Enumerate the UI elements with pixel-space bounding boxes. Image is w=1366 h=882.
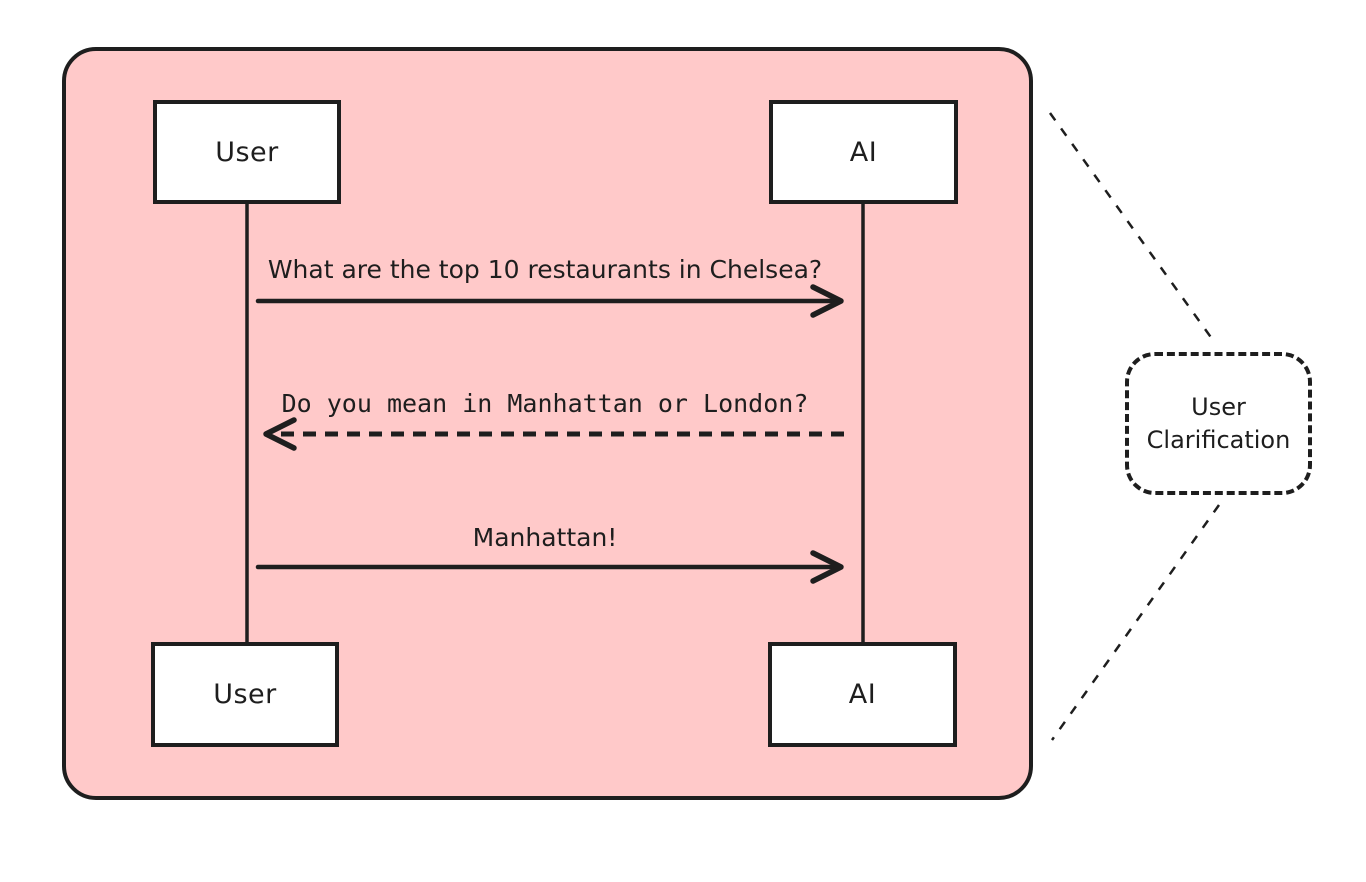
arrowhead-right-icon — [810, 284, 844, 318]
actor-label: User — [215, 136, 279, 168]
actor-box-user-top: User — [153, 100, 341, 204]
actor-label: AI — [849, 136, 878, 168]
message-arrow-1 — [255, 284, 844, 318]
annotation-connector-top — [1048, 112, 1217, 344]
actor-box-ai-bottom: AI — [768, 642, 957, 747]
actor-label: User — [213, 679, 277, 710]
annotation-box-user-clarification: User Clarification — [1125, 352, 1312, 495]
arrowhead-left-icon — [263, 417, 297, 451]
actor-box-ai-top: AI — [769, 100, 958, 204]
message-arrow-3 — [255, 550, 844, 584]
actor-label: AI — [848, 679, 877, 710]
message-label-1: What are the top 10 restaurants in Chels… — [267, 255, 823, 284]
actor-box-user-bottom: User — [151, 642, 339, 747]
message-label-2: Do you mean in Manhattan or London? — [281, 389, 809, 418]
annotation-connector-bottom — [1050, 504, 1221, 741]
arrowhead-right-icon — [810, 550, 844, 584]
message-label-3: Manhattan! — [472, 523, 618, 552]
annotation-label: User Clarification — [1146, 393, 1291, 454]
message-arrow-2 — [263, 417, 845, 451]
